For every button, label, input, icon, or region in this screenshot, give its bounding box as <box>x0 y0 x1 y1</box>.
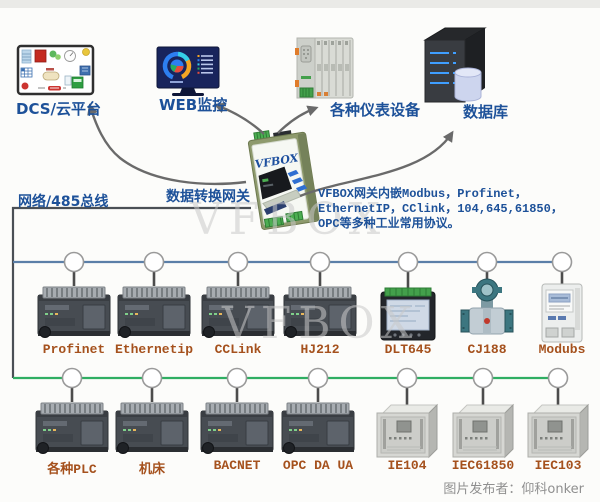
plc-icon <box>35 402 109 454</box>
publisher-credit: 图片发布者：仰科onker <box>443 482 584 497</box>
plc-icon <box>37 286 111 338</box>
gateway-caption: 数据转换网关 <box>166 189 250 205</box>
protocol-description-line2: EthernetIP，CClink，104,645,61850， <box>318 202 563 216</box>
protection-relay-icon <box>527 404 589 458</box>
device-label-modubs: Modubs <box>538 342 586 357</box>
device-label-ethernetip: Ethernetip <box>114 342 194 357</box>
plc-icon <box>200 402 274 454</box>
dcs-monitor-icon <box>16 44 95 96</box>
protection-relay-icon <box>452 404 514 458</box>
device-label-profinet: Profinet <box>42 342 106 357</box>
device-label-iec61850: IEC61850 <box>451 458 515 473</box>
database-server-icon <box>423 27 487 103</box>
device-label-iec103: IEC103 <box>534 458 582 473</box>
device-label-opcdaua: OPC DA UA <box>282 458 354 473</box>
flow-meter-icon <box>460 278 514 335</box>
arrow-to-database <box>299 130 454 198</box>
device-label-dlt645: DLT645 <box>384 342 432 357</box>
bus1-drops <box>72 271 564 288</box>
bus-label: 网络/485总线 <box>18 194 109 210</box>
label-web-monitor: WEB监控 <box>159 96 228 114</box>
web-monitor-icon <box>156 46 220 96</box>
top-strip <box>0 0 600 8</box>
plc-icon <box>281 402 355 454</box>
network-bus-line <box>11 206 563 378</box>
plc-icon <box>117 286 191 338</box>
plc-icon <box>201 286 275 338</box>
device-label-hj212: HJ212 <box>300 342 340 357</box>
device-label-plc: 各种PLC <box>47 462 97 477</box>
device-label-ie104: IE104 <box>387 458 427 473</box>
bus1-nodes <box>63 251 573 273</box>
device-label-machine: 机床 <box>138 462 166 477</box>
bus2-nodes <box>61 367 569 389</box>
protocol-description-line1: VFBOX网关内嵌Modbus，Profinet， <box>318 187 527 201</box>
label-database: 数据库 <box>463 103 509 121</box>
protection-relay-icon <box>376 404 438 458</box>
instrument-module-icon <box>295 37 354 99</box>
energy-meter-icon <box>541 283 583 343</box>
device-label-cj188: CJ188 <box>467 342 507 357</box>
protocol-description: VFBOX网关内嵌Modbus，Profinet， EthernetIP，CCl… <box>318 187 594 232</box>
vfbox-gateway-icon: VFBOX <box>247 130 320 230</box>
power-meter-icon <box>380 287 436 341</box>
plc-icon <box>115 402 189 454</box>
arrow-to-dcs <box>87 103 247 186</box>
database-cylinder <box>454 67 482 102</box>
device-label-cclink: CCLink <box>214 342 262 357</box>
label-instruments: 各种仪表设备 <box>330 101 421 119</box>
arrow-to-web <box>213 102 265 135</box>
bus2-drops <box>70 387 560 406</box>
plc-icon <box>283 286 357 338</box>
arrow-to-instruments <box>277 105 319 134</box>
protocol-description-line3: OPC等多种工业常用协议。 <box>318 217 460 231</box>
label-dcs-cloud: DCS/云平台 <box>16 100 102 118</box>
device-label-bacnet: BACNET <box>213 458 261 473</box>
